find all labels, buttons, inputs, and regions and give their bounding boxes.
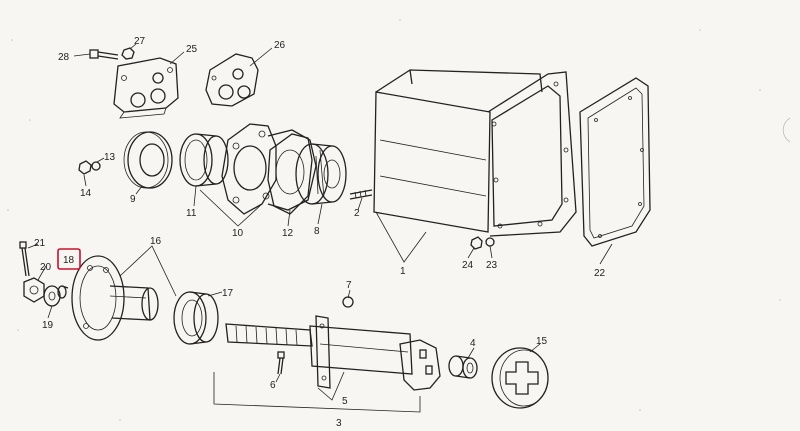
label-2: 2 — [354, 208, 360, 219]
part-26-gasket — [205, 53, 259, 107]
label-1: 1 — [400, 266, 406, 277]
part-8-roller-bearing — [295, 143, 347, 205]
label-19: 19 — [42, 320, 54, 331]
label-18-highlight-box — [57, 248, 81, 270]
label-9: 9 — [130, 194, 136, 205]
part-14-nut — [78, 160, 92, 175]
part-4-bushing — [448, 355, 478, 379]
part-18-pin — [57, 285, 69, 299]
part-6-bolt — [277, 351, 285, 375]
part-24-nut — [470, 236, 483, 250]
part-5-bracket — [315, 315, 331, 389]
part-13-washer — [91, 161, 101, 171]
part-27-nut — [121, 47, 135, 60]
label-24: 24 — [462, 260, 474, 271]
label-8: 8 — [314, 226, 320, 237]
leader-lines — [27, 43, 613, 413]
label-11: 11 — [186, 208, 197, 219]
part-23-washer — [485, 237, 495, 247]
label-3: 3 — [336, 418, 342, 429]
part-9-seal — [123, 131, 173, 189]
part-17-seal — [173, 291, 219, 345]
part-25-cover-plate — [113, 57, 179, 119]
part-28-bolt — [89, 49, 119, 60]
label-17: 17 — [222, 288, 234, 299]
part-labels: 28 27 25 26 9 13 14 11 10 12 8 2 1 22 24… — [34, 36, 606, 429]
label-10: 10 — [232, 228, 244, 239]
label-25: 25 — [186, 44, 198, 55]
part-12-gasket — [267, 133, 313, 215]
part-11-sleeve — [179, 133, 229, 187]
paper-texture — [7, 19, 781, 421]
edge-circle-fragment — [782, 117, 791, 143]
label-23: 23 — [486, 260, 498, 271]
label-27: 27 — [134, 36, 146, 47]
label-15: 15 — [536, 336, 548, 347]
label-28: 28 — [58, 52, 70, 63]
part-19-washer — [43, 285, 61, 307]
label-6: 6 — [270, 380, 276, 391]
label-7: 7 — [346, 280, 352, 291]
part-20-castle-nut — [23, 277, 45, 303]
part-21-bolt — [19, 241, 30, 277]
part-1-housing — [373, 69, 577, 237]
label-20: 20 — [40, 262, 52, 273]
part-7-nipple — [342, 296, 354, 308]
part-3-main-shaft — [225, 323, 441, 391]
label-21: 21 — [34, 238, 46, 249]
part-10-bearing-housing — [221, 123, 317, 215]
label-5: 5 — [342, 396, 348, 407]
part-2-stud — [349, 189, 373, 200]
label-14: 14 — [80, 188, 92, 199]
label-13: 13 — [104, 152, 116, 163]
label-4: 4 — [470, 338, 476, 349]
part-22-gasket — [579, 77, 651, 247]
label-22: 22 — [594, 268, 606, 279]
part-16-drive-flange — [71, 255, 159, 341]
label-12: 12 — [282, 228, 294, 239]
label-18: 18 — [63, 255, 75, 266]
part-15-coupling — [491, 347, 549, 409]
label-26: 26 — [274, 40, 286, 51]
label-16: 16 — [150, 236, 162, 247]
